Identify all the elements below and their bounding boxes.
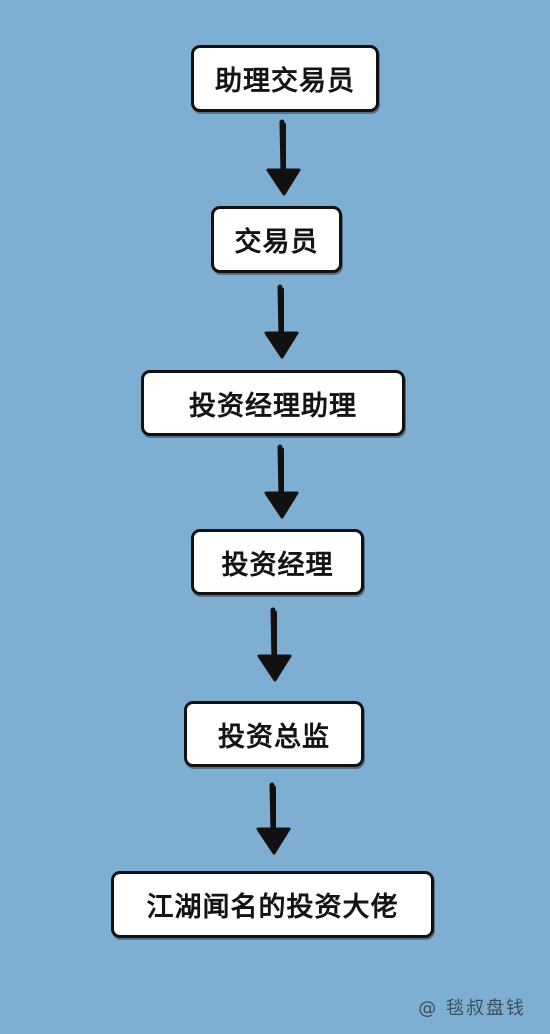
node-trader: 交易员 xyxy=(211,206,342,273)
node-famous-investment-tycoon: 江湖闻名的投资大佬 xyxy=(111,871,434,938)
node-investment-manager: 投资经理 xyxy=(191,529,364,595)
arrow-down-icon xyxy=(257,607,292,682)
watermark: @ 毯叔盘钱 xyxy=(418,998,526,1019)
node-investment-director: 投资总监 xyxy=(184,701,364,767)
node-assistant-trader: 助理交易员 xyxy=(191,45,379,112)
node-label: 江湖闻名的投资大佬 xyxy=(146,892,399,923)
arrow-down-icon xyxy=(264,284,299,359)
arrow-down-icon xyxy=(264,444,299,519)
node-label: 投资经理助理 xyxy=(189,390,357,422)
arrow-down-icon xyxy=(256,782,291,855)
arrow-down-icon xyxy=(266,119,301,196)
node-label: 助理交易员 xyxy=(215,66,355,97)
node-label: 投资经理 xyxy=(221,549,334,581)
node-label: 投资总监 xyxy=(218,721,330,753)
node-label: 交易员 xyxy=(234,227,319,258)
node-assistant-investment-manager: 投资经理助理 xyxy=(141,370,405,436)
